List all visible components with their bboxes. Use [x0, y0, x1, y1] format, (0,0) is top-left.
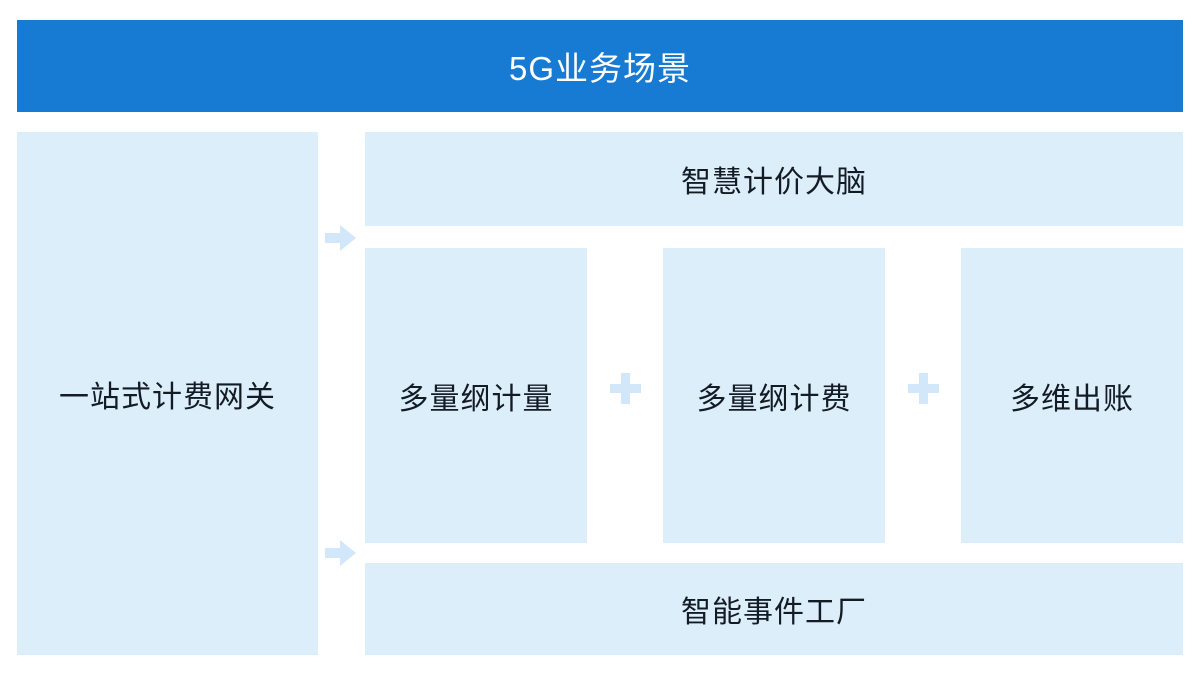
mid-box-label: 多维出账	[1010, 382, 1134, 416]
arrow-right-icon	[325, 225, 356, 251]
mid-box-charging: 多量纲计费	[663, 248, 885, 543]
left-panel-billing-gateway: 一站式计费网关	[17, 132, 318, 655]
mid-box-label: 多量纲计费	[696, 382, 852, 416]
arrow-right-icon	[325, 540, 356, 566]
plus-icon	[907, 373, 939, 404]
middle-row: 多量纲计量 多量纲计费 多维出账	[365, 248, 1183, 543]
bottom-bar-event-factory: 智能事件工厂	[365, 563, 1183, 655]
title-banner: 5G业务场景	[17, 20, 1183, 112]
plus-gap	[885, 248, 961, 543]
plus-gap	[587, 248, 663, 543]
bottom-bar-label: 智能事件工厂	[681, 596, 867, 629]
top-bar-pricing-brain: 智慧计价大脑	[365, 132, 1183, 226]
plus-icon	[609, 373, 641, 404]
mid-box-label: 多量纲计量	[398, 382, 554, 416]
left-panel-label: 一站式计费网关	[59, 380, 276, 414]
top-bar-label: 智慧计价大脑	[681, 166, 867, 199]
mid-box-billing-output: 多维出账	[961, 248, 1183, 543]
page-title: 5G业务场景	[508, 50, 692, 87]
mid-box-metering: 多量纲计量	[365, 248, 587, 543]
